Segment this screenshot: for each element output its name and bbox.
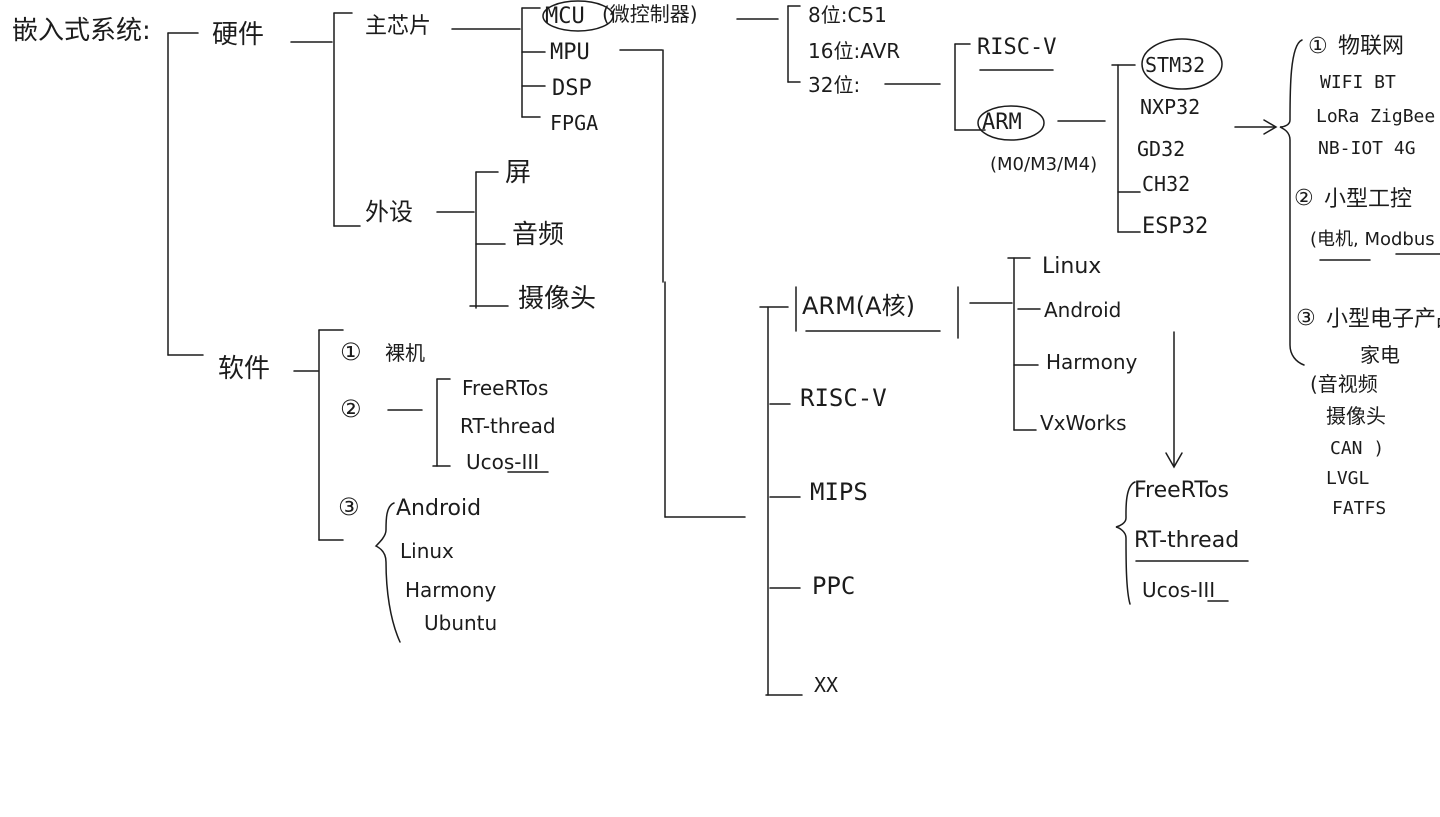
software-os-linux: Linux <box>400 539 454 563</box>
app-iot-line-3: NB-IOT 4G <box>1318 138 1416 159</box>
vendor-stm32: STM32 <box>1145 53 1206 77</box>
mpu-arch-ppc: PPC <box>812 572 856 600</box>
app-consumer-label: 小型电子产品 <box>1326 307 1440 332</box>
app-iot-line-1: WIFI BT <box>1320 72 1396 93</box>
mpu-label: MPU <box>550 40 590 65</box>
vendor-esp32: ESP32 <box>1142 214 1209 239</box>
rtos-rtthread: RT-thread <box>1134 528 1240 553</box>
arm-os-harmony: Harmony <box>1046 350 1138 374</box>
rtos-ucos: Ucos-III <box>1142 578 1216 602</box>
hardware-label: 硬件 <box>212 20 265 50</box>
app-iot-label: 物联网 <box>1338 34 1405 59</box>
app-control-line: (电机, Modbus <box>1310 229 1435 250</box>
software-os-ubuntu: Ubuntu <box>424 611 498 635</box>
software-os-harmony: Harmony <box>405 578 497 602</box>
app-consumer-line-1: 家电 <box>1360 343 1400 367</box>
mcu-8bit: 8位:C51 <box>808 3 887 27</box>
app-num-1: ① <box>1308 34 1328 59</box>
mcu-16bit: 16位:AVR <box>808 39 901 63</box>
vendor-nxp32: NXP32 <box>1140 95 1201 119</box>
software-label: 软件 <box>218 354 271 384</box>
mpu-arch-mips: MIPS <box>810 478 868 506</box>
vendor-ch32: CH32 <box>1142 172 1191 196</box>
app-consumer-line-3: 摄像头 <box>1326 404 1386 428</box>
vendor-gd32: GD32 <box>1137 137 1186 161</box>
app-consumer-line-4: CAN ) <box>1330 438 1385 459</box>
app-consumer-line-6: FATFS <box>1332 498 1387 519</box>
mpu-arch-riscv: RISC-V <box>800 384 887 412</box>
peripheral-screen: 屏 <box>505 158 532 188</box>
peripheral-audio: 音频 <box>512 220 565 250</box>
software-num-3: ③ <box>338 493 360 521</box>
app-iot-line-2: LoRa ZigBee <box>1316 106 1436 127</box>
root-title: 嵌入式系统: <box>12 16 151 46</box>
main-chip-label: 主芯片 <box>365 14 432 39</box>
arm-os-vxworks: VxWorks <box>1040 411 1127 435</box>
arm-cores-label: (M0/M3/M4) <box>990 154 1098 175</box>
mpu-arch-xx: XX <box>814 673 839 697</box>
app-control-label: 小型工控 <box>1324 187 1413 212</box>
fpga-label: FPGA <box>550 111 599 135</box>
software-num-1: ① <box>340 338 362 366</box>
app-consumer-line-2: (音视频 <box>1310 372 1378 396</box>
mcu-32bit: 32位: <box>808 73 861 97</box>
software-os-android: Android <box>396 496 482 521</box>
software-rtos-freertos: FreeRTos <box>462 376 549 400</box>
software-rtos-rtthread: RT-thread <box>460 414 556 438</box>
dsp-label: DSP <box>552 76 592 101</box>
software-rtos-ucos: Ucos-III <box>466 450 540 474</box>
peripheral-camera: 摄像头 <box>518 284 597 314</box>
mpu-arch-arm-a: ARM(A核) <box>802 292 915 320</box>
app-num-2: ② <box>1294 186 1314 211</box>
arm-os-android: Android <box>1044 298 1122 322</box>
app-consumer-line-5: LVGL <box>1326 468 1370 489</box>
peripherals-label: 外设 <box>365 198 413 226</box>
mcu-label: MCU <box>545 4 585 29</box>
software-num-2: ② <box>340 395 362 423</box>
mcu-note: (微控制器) <box>602 2 698 26</box>
arm-label: ARM <box>982 110 1022 135</box>
software-bare-metal: 裸机 <box>385 341 425 365</box>
app-num-3: ③ <box>1296 306 1316 331</box>
rtos-freertos: FreeRTos <box>1134 478 1229 503</box>
arm-os-linux: Linux <box>1042 254 1102 279</box>
riscv-label: RISC-V <box>977 35 1057 60</box>
